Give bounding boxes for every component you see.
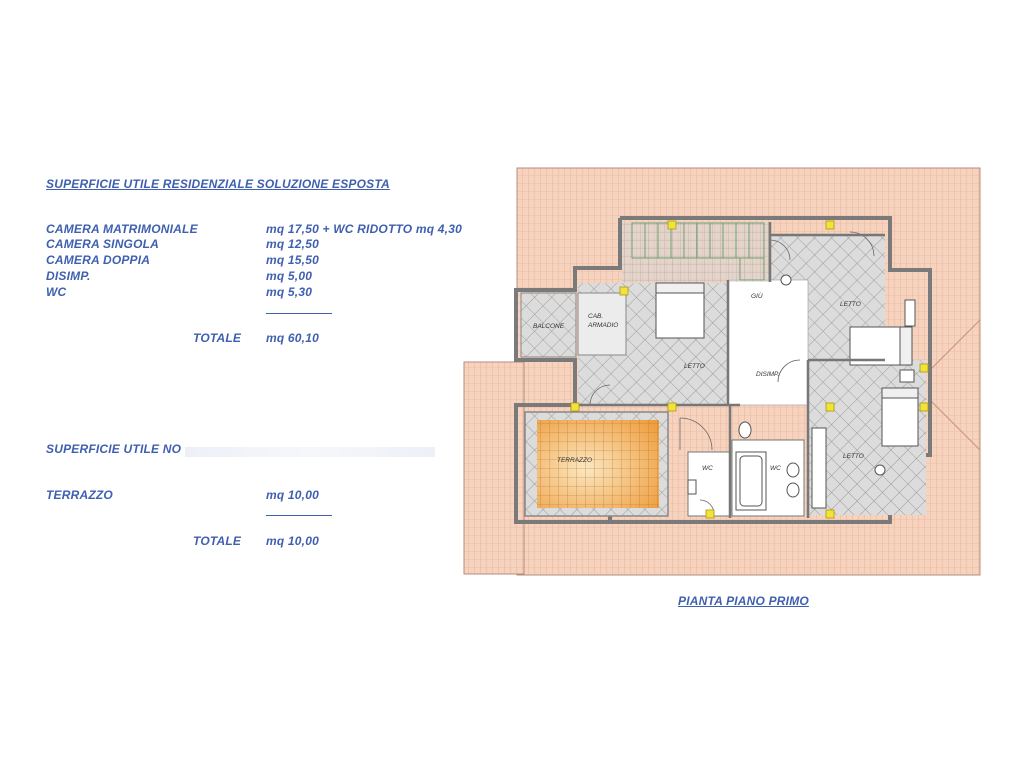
row-value: mq 10,00	[266, 488, 319, 502]
residential-title: SUPERFICIE UTILE RESIDENZIALE SOLUZIONE …	[46, 177, 390, 191]
redaction-blur	[185, 447, 435, 457]
total-value: mq 10,00	[266, 534, 319, 548]
room-label-disimp: DISIMP.	[756, 371, 780, 378]
room-label-giu: GIÙ	[751, 291, 763, 300]
plan-caption: PIANTA PIANO PRIMO	[678, 594, 809, 608]
row-value: mq 15,50	[266, 253, 319, 267]
room-label-letto-1: LETTO	[684, 363, 705, 370]
row-value: mq 17,50 + WC RIDOTTO mq 4,30	[266, 222, 462, 236]
row-name: WC	[46, 285, 67, 299]
row-value: mq 5,00	[266, 269, 313, 283]
row-name: CAMERA MATRIMONIALE	[46, 222, 198, 236]
room-label-cab: CAB.	[588, 313, 603, 320]
room-label-letto-2: LETTO	[840, 301, 861, 308]
total-rule	[266, 515, 332, 516]
room-label-wc-1: WC	[702, 465, 713, 472]
room-label-wc-2: WC	[770, 465, 781, 472]
room-label-balcone: BALCONE	[533, 323, 565, 330]
row-name: CAMERA SINGOLA	[46, 237, 160, 251]
row-name: TERRAZZO	[46, 488, 113, 502]
room-label-armadio: ARMADIO	[587, 322, 618, 329]
row-name: DISIMP.	[46, 269, 91, 283]
row-value: mq 12,50	[266, 237, 319, 251]
total-rule	[266, 313, 332, 314]
row-name: CAMERA DOPPIA	[46, 253, 151, 267]
room-label-letto-3: LETTO	[843, 453, 864, 460]
total-label: TOTALE	[193, 331, 242, 345]
room-label-terrazzo: TERRAZZO	[557, 457, 592, 464]
total-value: mq 60,10	[266, 331, 319, 345]
non-residential-title: SUPERFICIE UTILE NO	[46, 442, 182, 456]
row-value: mq 5,30	[266, 285, 313, 299]
total-label: TOTALE	[193, 534, 242, 548]
